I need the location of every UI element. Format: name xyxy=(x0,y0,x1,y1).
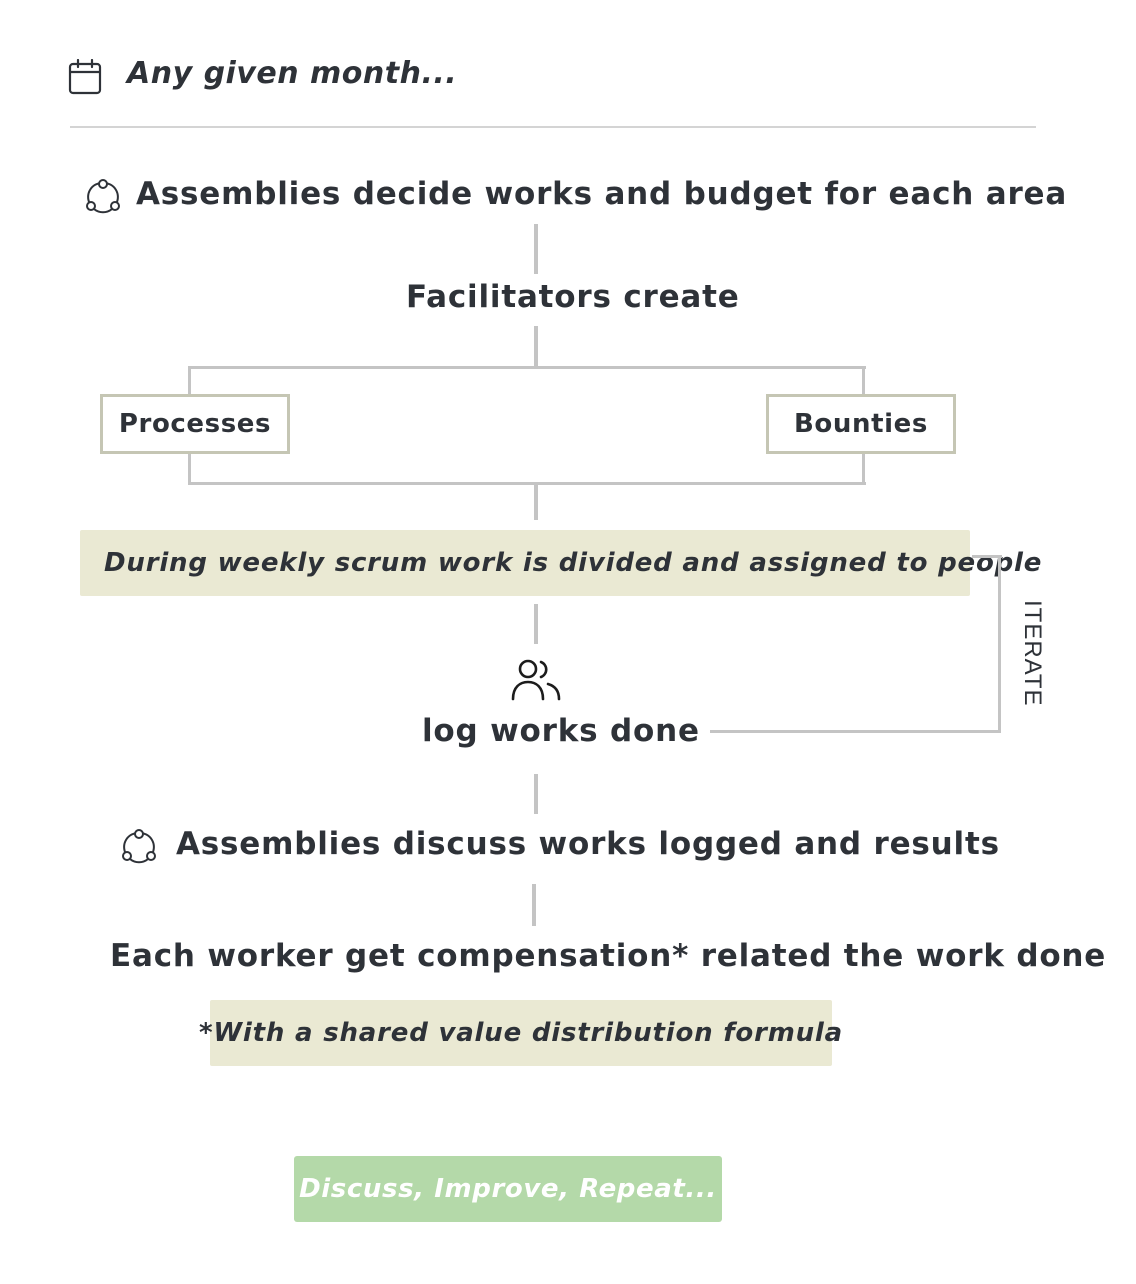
processes-box: Processes xyxy=(100,394,290,454)
page-title: Any given month... xyxy=(127,56,458,91)
people-icon xyxy=(510,658,562,702)
connector xyxy=(534,774,538,814)
connector xyxy=(188,366,191,396)
connector xyxy=(862,454,865,484)
bounties-box: Bounties xyxy=(766,394,956,454)
weekly-scrum-band: During weekly scrum work is divided and … xyxy=(80,530,1041,596)
branch-top xyxy=(188,366,866,369)
connector xyxy=(534,224,538,274)
iterate-loop-bottom xyxy=(710,730,1001,733)
divider xyxy=(70,126,1036,128)
assembly-circle-icon xyxy=(84,178,122,214)
connector xyxy=(534,604,538,644)
iterate-loop-top xyxy=(972,555,1002,558)
branch-bottom xyxy=(188,482,866,485)
iterate-label: ITERATE xyxy=(1019,600,1046,707)
discuss-improve-repeat-button[interactable]: Discuss, Improve, Repeat... xyxy=(294,1156,722,1222)
formula-note: *With a shared value distribution formul… xyxy=(199,1000,842,1066)
connector xyxy=(188,454,191,484)
connector xyxy=(534,326,538,368)
step-assemblies-decide: Assemblies decide works and budget for e… xyxy=(136,176,1068,212)
step-assemblies-discuss: Assemblies discuss works logged and resu… xyxy=(176,826,1000,862)
connector xyxy=(534,482,538,520)
step-log-works: log works done xyxy=(422,713,700,749)
step-compensation: Each worker get compensation* related th… xyxy=(110,938,1107,974)
assembly-circle-icon xyxy=(120,828,158,864)
iterate-loop-side xyxy=(998,555,1001,733)
connector xyxy=(862,366,865,396)
connector xyxy=(532,884,536,926)
calendar-icon xyxy=(68,59,102,95)
step-facilitators-create: Facilitators create xyxy=(406,279,740,315)
